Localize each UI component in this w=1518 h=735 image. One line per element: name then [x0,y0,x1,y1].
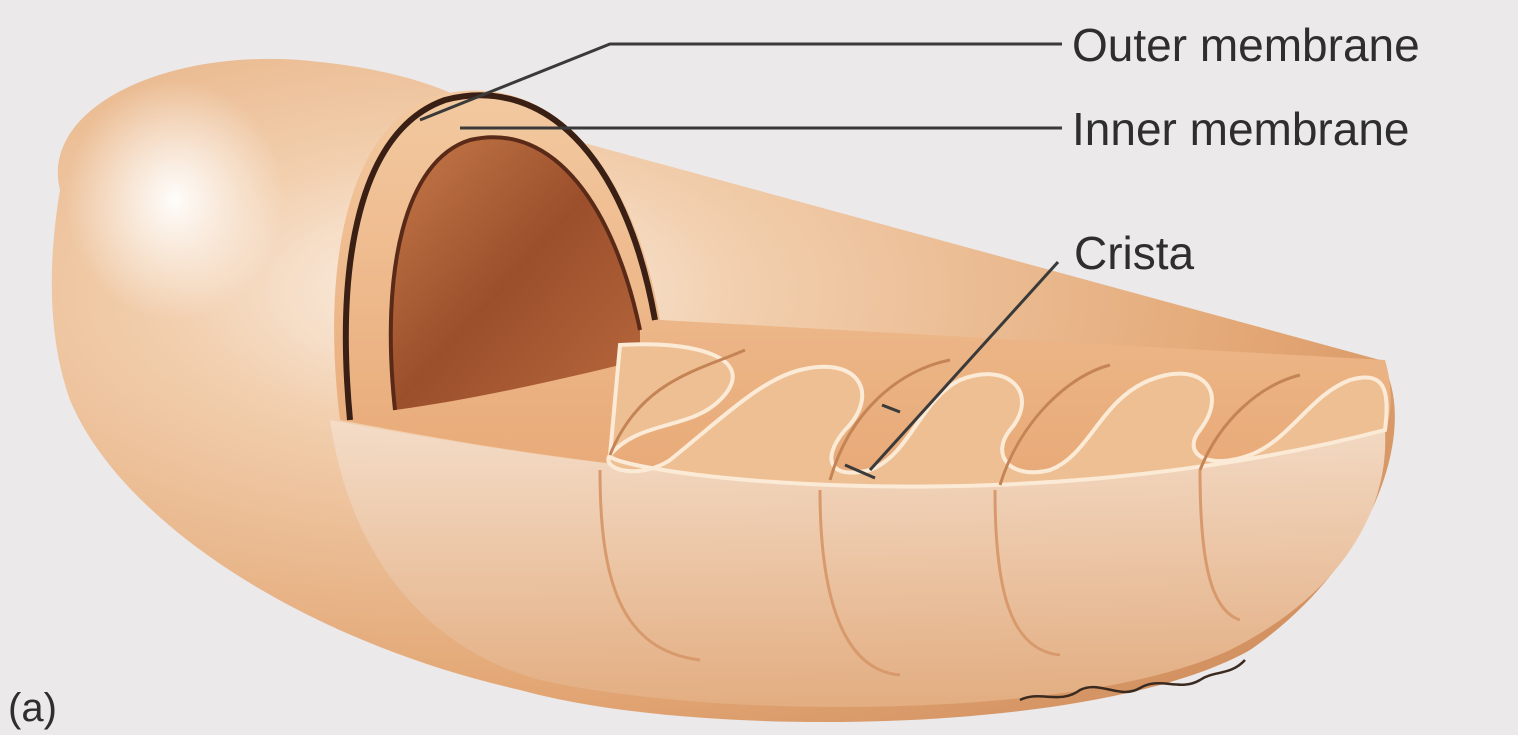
outer-membrane-label: Outer membrane [1072,22,1420,68]
crista-label: Crista [1074,230,1194,276]
panel-label: (a) [8,688,57,728]
inner-membrane-label: Inner membrane [1072,106,1410,152]
